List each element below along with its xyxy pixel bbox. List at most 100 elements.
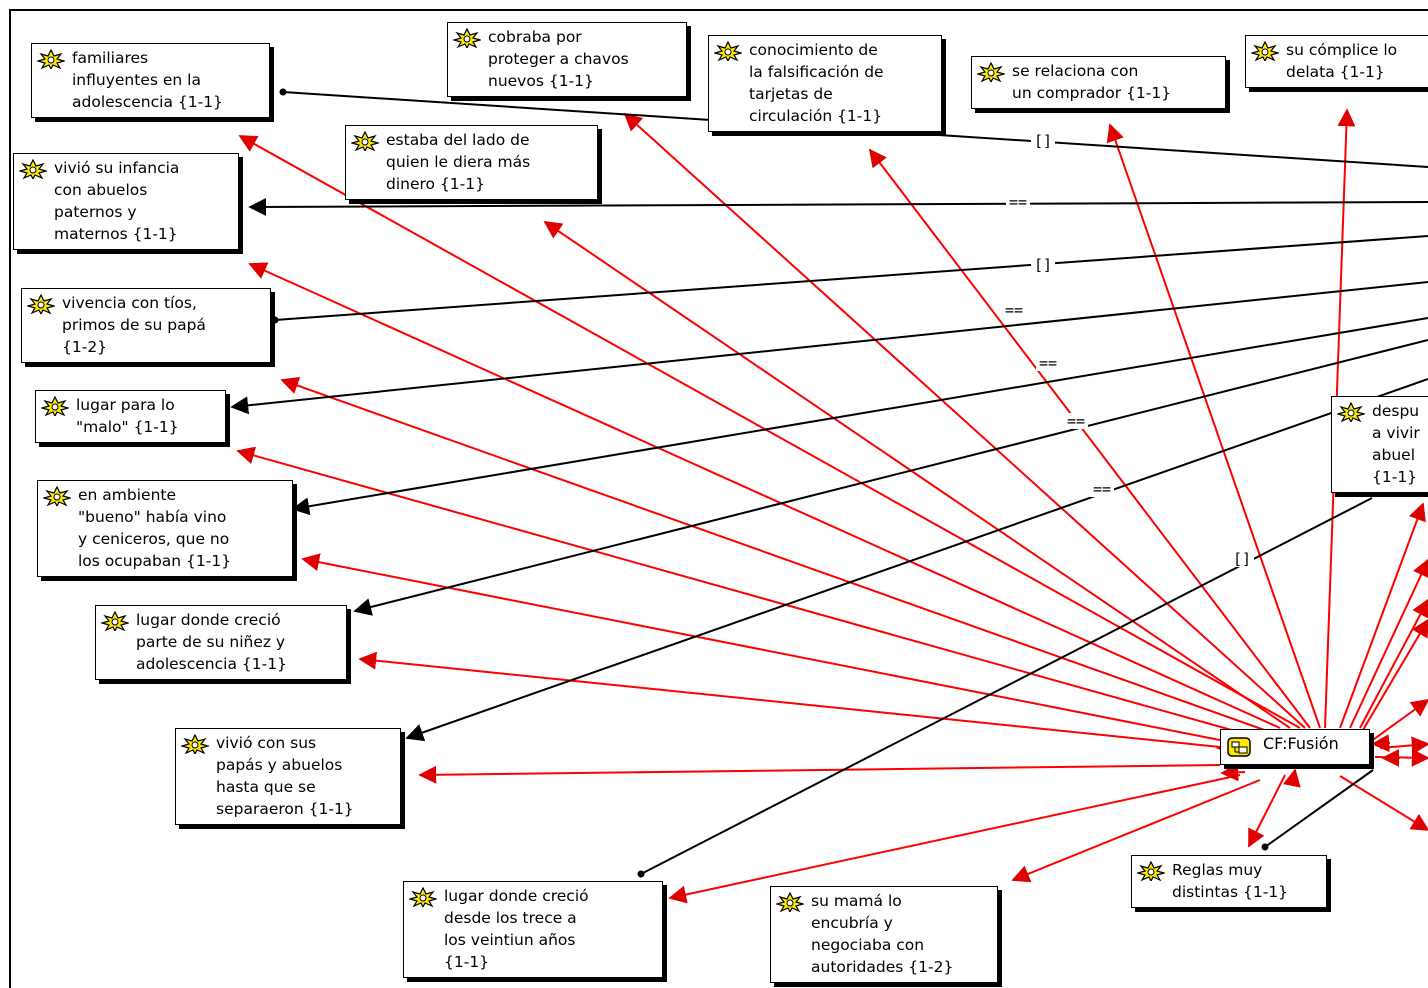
core-code-cf-fusion[interactable]: CF:Fusión (1220, 729, 1370, 765)
association-link (1374, 748, 1428, 767)
code-node-label: lugar para lo "malo" {1-1} (76, 396, 179, 436)
relation-link (230, 281, 1428, 415)
code-star-icon (351, 131, 379, 151)
association-link (1339, 502, 1426, 729)
association-link (543, 220, 1291, 729)
relation-endpoint-dot (637, 870, 645, 878)
association-arrowhead (1282, 768, 1301, 788)
association-link (1106, 123, 1321, 729)
association-link (1011, 779, 1261, 883)
code-node-label: se relaciona con un comprador {1-1} (1012, 62, 1172, 102)
relation-label: == (1064, 413, 1089, 429)
code-star-icon (977, 62, 1005, 82)
relation-link (274, 235, 1428, 321)
code-star-icon (409, 887, 437, 907)
association-link (418, 764, 1221, 784)
code-node-label: conocimiento de la falsificación de tarj… (749, 41, 884, 125)
association-link (358, 651, 1231, 749)
code-node-label: vivencia con tíos, primos de su papá {1-… (62, 294, 206, 356)
association-link (1369, 698, 1428, 743)
code-node[interactable]: lugar donde creció parte de su niñez y a… (95, 605, 347, 680)
association-link (668, 774, 1241, 904)
code-star-icon (714, 41, 742, 61)
family-code-icon (1227, 737, 1251, 757)
relation-label: [] (1031, 133, 1056, 149)
code-node[interactable]: conocimiento de la falsificación de tarj… (708, 35, 942, 132)
relation-link (405, 378, 1428, 742)
association-link (280, 376, 1271, 733)
association-link (236, 446, 1261, 739)
relation-links (230, 88, 1428, 878)
association-link (248, 262, 1281, 729)
code-star-icon (1337, 402, 1365, 422)
relation-label: [] (1230, 551, 1255, 567)
code-star-icon (19, 159, 47, 179)
code-star-icon (453, 28, 481, 48)
core-code-label: CF:Fusión (1263, 734, 1339, 753)
relation-endpoint-dot (279, 88, 287, 96)
code-node[interactable]: vivió su infancia con abuelos paternos y… (13, 153, 239, 250)
code-node-label: su mamá lo encubría y negociaba con auto… (811, 892, 954, 976)
code-node[interactable]: familiares influyentes en la adolescenci… (31, 43, 270, 118)
association-link (1349, 558, 1428, 729)
code-node[interactable]: vivió con sus papás y abuelos hasta que … (175, 728, 401, 825)
code-node[interactable]: su cómplice lo delata {1-1} (1245, 35, 1428, 88)
association-link (868, 148, 1311, 729)
association-links (236, 108, 1428, 904)
relation-link (291, 317, 1428, 516)
code-node[interactable]: Reglas muy distintas {1-1} (1131, 855, 1327, 908)
code-node[interactable]: estaba del lado de quien le diera más di… (345, 125, 598, 200)
relation-endpoint-dot (271, 316, 279, 324)
code-node-label: despu a vivir abuel {1-1} (1372, 402, 1420, 486)
code-star-icon (41, 396, 69, 416)
code-node-label: cobraba por proteger a chavos nuevos {1-… (488, 28, 629, 90)
association-link (1359, 618, 1428, 736)
relation-label: == (1090, 481, 1115, 497)
code-node-label: vivió su infancia con abuelos paternos y… (54, 159, 180, 243)
code-node[interactable]: se relaciona con un comprador {1-1} (971, 56, 1226, 109)
code-star-icon (1251, 41, 1279, 61)
code-node[interactable]: vivencia con tíos, primos de su papá {1-… (21, 288, 271, 363)
code-node-label: lugar donde creció parte de su niñez y a… (136, 611, 287, 673)
code-node[interactable]: lugar donde creció desde los trece a los… (403, 881, 663, 978)
code-node[interactable]: su mamá lo encubría y negociaba con auto… (770, 886, 998, 983)
code-star-icon (776, 892, 804, 912)
code-node-label: estaba del lado de quien le diera más di… (386, 131, 531, 193)
code-node[interactable]: en ambiente "bueno" había vino y cenicer… (37, 480, 293, 577)
association-link (238, 135, 1301, 729)
code-star-icon (181, 734, 209, 754)
code-star-icon (37, 49, 65, 69)
association-arrowhead (1371, 734, 1391, 753)
code-node-label: familiares influyentes en la adolescenci… (72, 49, 223, 111)
association-link (1359, 598, 1428, 729)
code-node-label: vivió con sus papás y abuelos hasta que … (216, 734, 354, 818)
relation-label: == (1002, 302, 1027, 318)
code-star-icon (1137, 861, 1165, 881)
association-arrowhead (1220, 763, 1246, 782)
code-star-icon (27, 294, 55, 314)
relation-label: == (1006, 194, 1031, 210)
code-node-label: su cómplice lo delata {1-1} (1286, 41, 1398, 81)
canvas-border-top (9, 9, 1428, 11)
association-link (623, 112, 1306, 729)
code-star-icon (101, 611, 129, 631)
relation-link (1264, 769, 1374, 848)
relation-endpoint-dot (1261, 843, 1269, 851)
relation-link (353, 339, 1428, 616)
association-link (301, 553, 1241, 745)
association-link (1379, 736, 1428, 755)
code-star-icon (43, 486, 71, 506)
relation-label: == (1036, 355, 1061, 371)
code-node[interactable]: cobraba por proteger a chavos nuevos {1-… (447, 22, 687, 97)
association-link (1248, 774, 1286, 848)
code-node[interactable]: lugar para lo "malo" {1-1} (35, 390, 226, 443)
relation-label: [] (1031, 257, 1056, 273)
code-node-label: en ambiente "bueno" había vino y cenicer… (78, 486, 232, 570)
code-node[interactable]: despu a vivir abuel {1-1} (1331, 396, 1428, 493)
association-link (1339, 775, 1428, 831)
canvas-border-left (9, 9, 11, 988)
code-node-label: lugar donde creció desde los trece a los… (444, 887, 589, 971)
code-node-label: Reglas muy distintas {1-1} (1172, 861, 1289, 901)
relation-link (248, 197, 1428, 216)
